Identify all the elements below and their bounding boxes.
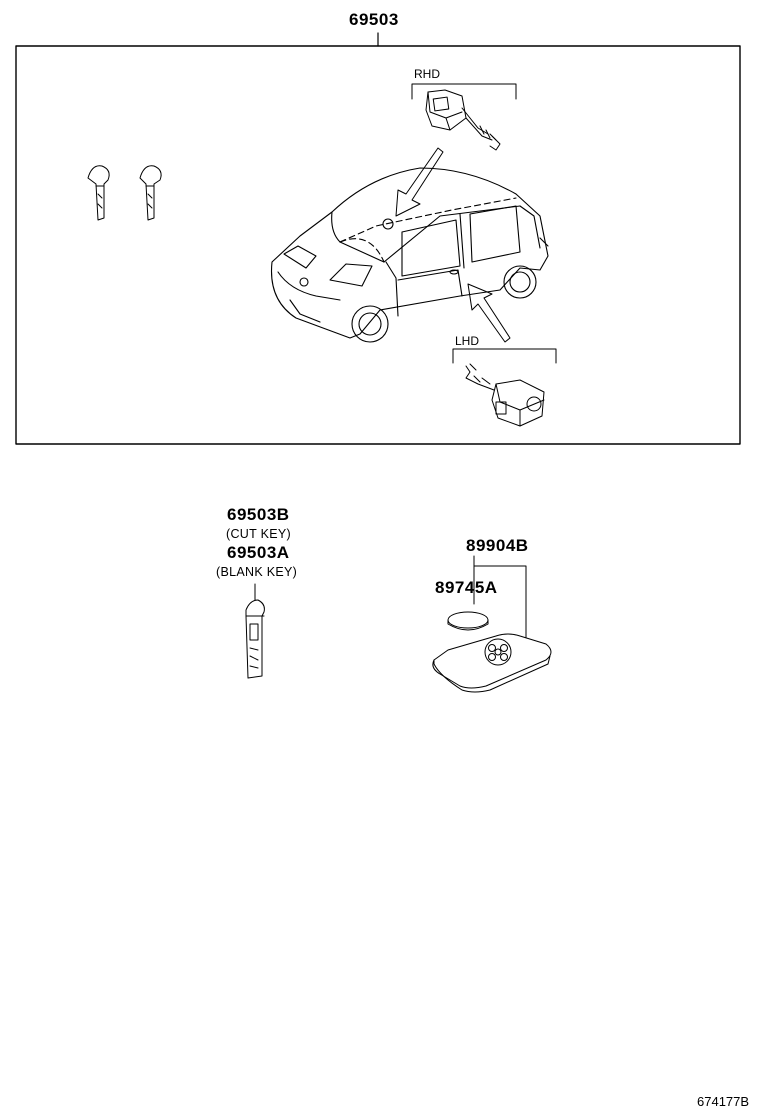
illustration-reference: 674177B	[697, 1094, 750, 1109]
blank-key-illustration	[245, 599, 265, 679]
cut-key-part-number: 69503B	[227, 505, 290, 524]
assembly-key-left	[87, 165, 110, 221]
rhd-label: RHD	[414, 67, 440, 81]
blank-key-part-number: 69503A	[227, 543, 290, 562]
lhd-label: LHD	[455, 334, 480, 348]
transmitter-leader	[473, 555, 527, 651]
battery-illustration	[447, 611, 489, 631]
rhd-bracket	[411, 83, 517, 100]
transmitter-illustration	[432, 633, 552, 693]
battery-part-number: 89745A	[435, 578, 498, 597]
lhd-bracket	[452, 348, 557, 364]
rhd-lock-cylinder	[425, 89, 501, 151]
lhd-arrow	[467, 283, 511, 343]
car-illustration	[270, 167, 549, 343]
assembly-part-number: 69503	[349, 10, 399, 29]
blank-key-desc: (BLANK KEY)	[216, 565, 298, 579]
assembly-key-right	[139, 165, 162, 221]
transmitter-part-number: 89904B	[466, 536, 529, 555]
rhd-arrow	[395, 147, 444, 217]
lhd-lock-cylinder	[465, 363, 545, 427]
cut-key-desc: (CUT KEY)	[226, 527, 291, 541]
assembly-frame	[15, 45, 741, 445]
